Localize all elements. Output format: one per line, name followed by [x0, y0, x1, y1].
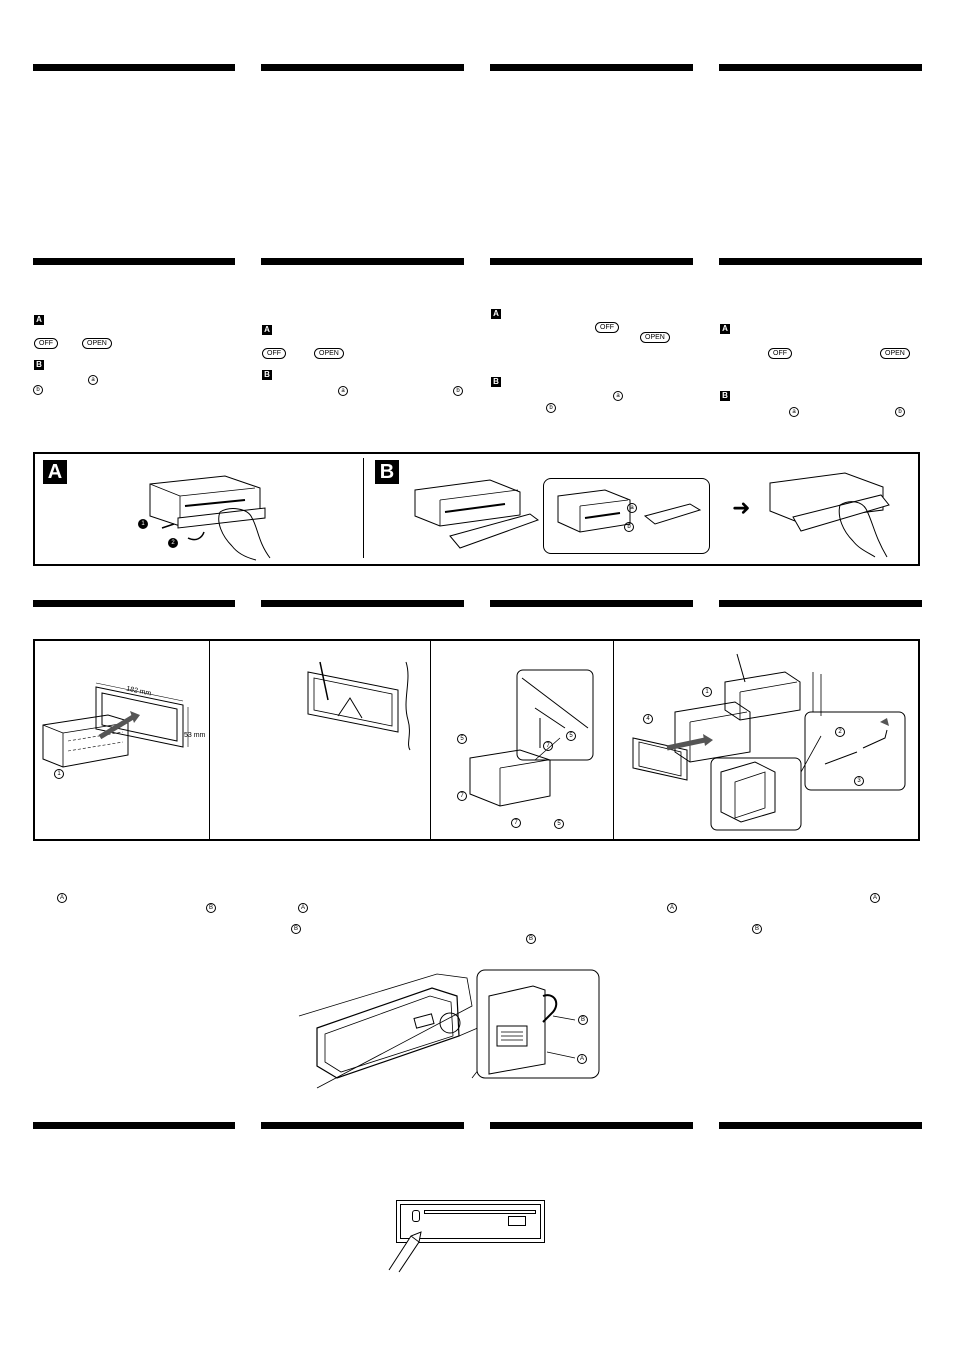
header-bar-r3c2 [261, 600, 464, 607]
header-bar-r3c4 [719, 600, 922, 607]
open-button-label-col4: OPEN [880, 348, 910, 359]
illustration-bracket-mount [469, 669, 594, 807]
callout-ref-a: a [627, 503, 637, 513]
header-bar-r4c1 [33, 1122, 235, 1129]
mounting-divider-2 [430, 641, 431, 839]
marker-a-col1: A [34, 315, 44, 325]
illustration-bend-tabs [307, 661, 411, 751]
ref-a-col4: a [789, 407, 799, 417]
off-button-label-col1: OFF [34, 338, 58, 349]
header-bar-r4c3 [490, 1122, 693, 1129]
marker-a-col4: A [720, 324, 730, 334]
marker-a-col3: A [491, 309, 501, 319]
ref-b-col2: b [453, 386, 463, 396]
marker-b-col4: B [720, 391, 730, 401]
open-button-label-col1: OPEN [82, 338, 112, 349]
ref-b-col4: b [895, 407, 905, 417]
removal-ref-b: B [578, 1015, 588, 1025]
illustration-card-detail [557, 489, 702, 533]
callout-card-detail [543, 478, 710, 554]
marker-a-col2: A [262, 325, 272, 335]
ref-cap-a-col1: A [57, 893, 67, 903]
header-bar-r3c1 [33, 600, 235, 607]
illustration-unit-removal [298, 969, 600, 1089]
part-5-label-c: 5 [554, 819, 564, 829]
ref-b-col3: b [546, 403, 556, 413]
illustration-release-panel [149, 475, 271, 561]
removal-ref-a: A [577, 1054, 587, 1064]
marker-b-col1: B [34, 360, 44, 370]
ref-cap-b-col1: B [206, 903, 216, 913]
header-bar-r1c4 [719, 64, 922, 71]
display-window [508, 1216, 526, 1226]
arrow-right-icon: ➜ [732, 496, 751, 521]
ref-a-col3: a [613, 391, 623, 401]
header-bar-r1c3 [490, 64, 693, 71]
header-bar-r2c3 [490, 258, 693, 265]
ref-cap-b-col3: B [526, 934, 536, 944]
part-2-label: 2 [835, 727, 845, 737]
figure-label-a: A [43, 460, 67, 484]
open-button-label-col3: OPEN [640, 332, 670, 343]
ref-a-col2: a [338, 386, 348, 396]
ref-cap-b-col2: B [291, 924, 301, 934]
pen-tip-icon [388, 1231, 422, 1273]
marker-b-col3: B [491, 377, 501, 387]
figure-label-b: B [375, 460, 399, 484]
callout-ref-b: b [624, 522, 634, 532]
header-bar-r2c2 [261, 258, 464, 265]
mounting-divider-1 [209, 641, 210, 839]
ref-cap-b-col4: B [752, 924, 762, 934]
illustration-detached-panel [414, 479, 540, 549]
disc-slot [424, 1210, 536, 1214]
step-2-label: 2 [168, 538, 178, 548]
part-3-label: 3 [854, 776, 864, 786]
part-1-label-panel1: 1 [54, 769, 64, 779]
ref-cap-a-col3: A [667, 903, 677, 913]
reset-button [412, 1210, 420, 1222]
header-bar-r4c4 [719, 1122, 922, 1129]
off-button-label-col2: OFF [262, 348, 286, 359]
mounting-divider-3 [613, 641, 614, 839]
marker-b-col2: B [262, 370, 272, 380]
part-4-label: 4 [643, 714, 653, 724]
header-bar-r2c4 [719, 258, 922, 265]
ref-a-col1: a [88, 375, 98, 385]
dimension-height: 53 mm [184, 732, 206, 739]
part-7-label-c: 7 [511, 818, 521, 828]
part-5-label-b: 5 [566, 731, 576, 741]
header-bar-r4c2 [261, 1122, 464, 1129]
mounting-figure [33, 639, 920, 841]
front-panel-inner [400, 1204, 541, 1239]
part-1-label-panel4: 1 [702, 687, 712, 697]
front-panel-figure [33, 452, 920, 566]
off-button-label-col4: OFF [768, 348, 792, 359]
step-1-label: 1 [138, 519, 148, 529]
illustration-sleeve-frame [42, 682, 189, 768]
part-7-label-a: 7 [457, 791, 467, 801]
ref-b-col1: b [33, 385, 43, 395]
open-button-label-col2: OPEN [314, 348, 344, 359]
part-5-label-a: 5 [457, 734, 467, 744]
header-bar-r2c1 [33, 258, 235, 265]
header-bar-r1c2 [261, 64, 464, 71]
illustration-attach-panel [769, 472, 890, 558]
figure-divider [363, 458, 364, 558]
off-button-label-col3: OFF [595, 322, 619, 333]
front-panel-reset-figure [396, 1200, 545, 1243]
part-7-label-b: 7 [543, 741, 553, 751]
illustration-full-install [632, 653, 906, 831]
header-bar-r1c1 [33, 64, 235, 71]
ref-cap-a-col2: A [298, 903, 308, 913]
ref-cap-a-col4: A [870, 893, 880, 903]
header-bar-r3c3 [490, 600, 693, 607]
